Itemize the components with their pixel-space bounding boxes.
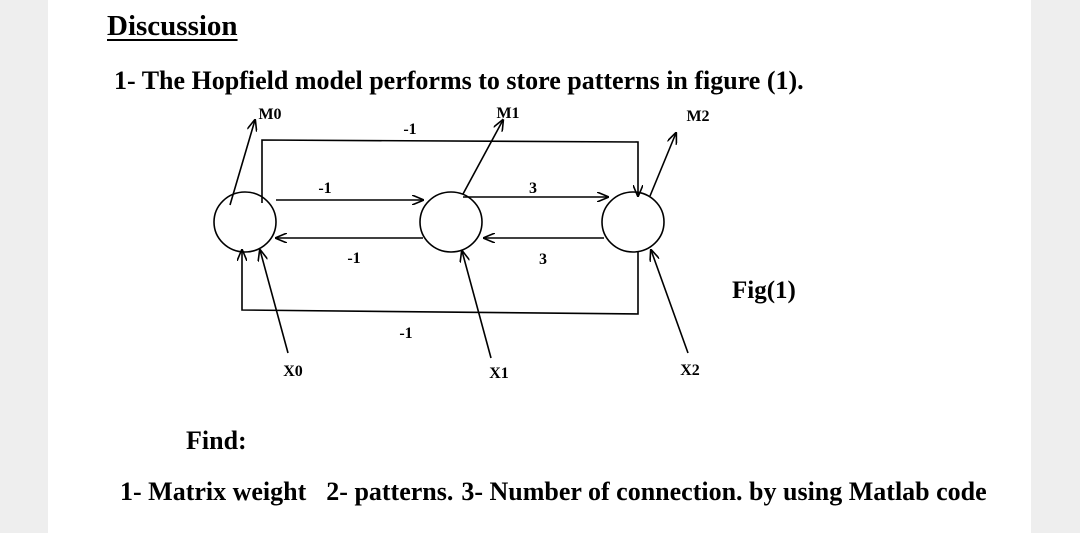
find-label: Find: xyxy=(186,426,247,455)
output-arrow-0 xyxy=(229,120,255,206)
question-text: 1- The Hopfield model performs to store … xyxy=(114,66,804,95)
hopfield-network-diagram: M0 M1 M2 X0 X1 X2 -1 -1 -1 3 3 -1 Fig(1) xyxy=(213,105,796,382)
task-item-matrix-weight: 1- Matrix weight xyxy=(120,477,307,506)
task-item-patterns: 2- patterns. xyxy=(326,477,454,506)
label-x0: X0 xyxy=(283,363,303,380)
label-x2: X2 xyxy=(680,362,700,379)
output-arrow-2 xyxy=(649,133,676,197)
page-heading: Discussion xyxy=(107,10,238,42)
label-x1: X1 xyxy=(489,365,509,382)
task-list: 1- Matrix weight 2- patterns.3- Number of… xyxy=(120,477,987,507)
label-m0: M0 xyxy=(258,106,281,123)
weight-1-to-2: 3 xyxy=(529,180,537,197)
label-m1: M1 xyxy=(496,105,519,122)
top-feedback-connection xyxy=(261,139,638,203)
neuron-0 xyxy=(213,191,277,253)
figure-caption: Fig(1) xyxy=(732,277,796,304)
document-page: Discussion 1- The Hopfield model perform… xyxy=(48,0,1031,533)
input-arrow-0 xyxy=(260,250,289,354)
weight-1-to-0: -1 xyxy=(347,250,360,267)
label-m2: M2 xyxy=(686,108,709,125)
task-item-connections: 3- Number of connection. by using Matlab… xyxy=(461,477,987,506)
neuron-1 xyxy=(419,191,483,253)
weight-0-to-1: -1 xyxy=(318,180,331,197)
input-arrow-1 xyxy=(462,251,492,359)
neuron-2 xyxy=(601,191,665,253)
output-arrow-1 xyxy=(462,120,503,195)
bottom-feedback-connection xyxy=(242,250,639,315)
weight-bottom-loop: -1 xyxy=(399,325,412,342)
input-arrow-2 xyxy=(651,250,689,354)
weight-top-loop: -1 xyxy=(403,121,416,138)
weight-2-to-1: 3 xyxy=(539,251,547,268)
